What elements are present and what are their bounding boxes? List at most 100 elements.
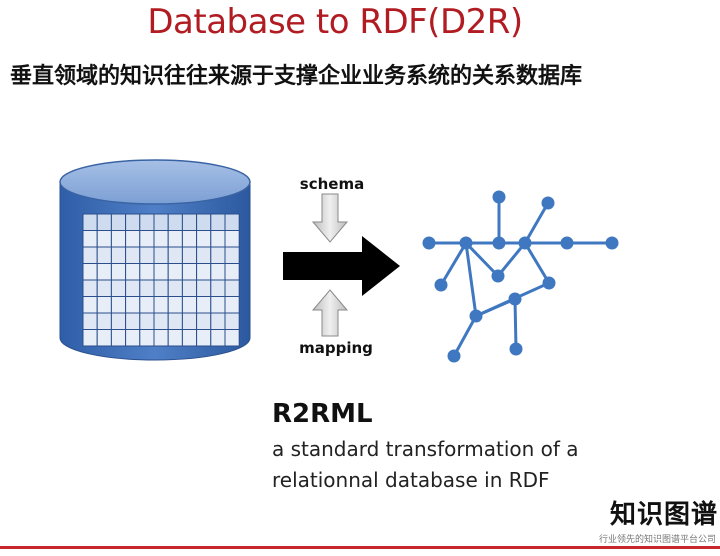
table-cell xyxy=(210,312,226,330)
table-cell xyxy=(167,296,183,314)
graph-node xyxy=(542,276,556,290)
table-cell xyxy=(125,312,141,330)
table-cell xyxy=(181,263,198,281)
table-cell xyxy=(210,213,226,231)
table-cell xyxy=(210,230,226,248)
table-cell xyxy=(153,329,169,347)
mapping-label: mapping xyxy=(299,339,373,357)
table-cell xyxy=(224,329,240,347)
table-cell xyxy=(96,296,112,314)
table-cell xyxy=(125,329,141,347)
table-cell xyxy=(125,246,141,264)
table-cell xyxy=(181,329,198,347)
table-cell xyxy=(110,213,127,231)
table-cell xyxy=(82,263,98,281)
table-cell xyxy=(139,312,155,330)
table-cell xyxy=(139,329,155,347)
graph-node xyxy=(491,269,505,283)
table-cell xyxy=(167,246,183,264)
graph-node xyxy=(509,342,523,356)
table-cell xyxy=(210,329,226,347)
database-icon xyxy=(59,159,251,361)
table-cell xyxy=(96,246,112,264)
table-cell xyxy=(110,230,127,248)
table-cell xyxy=(110,263,127,281)
graph-node xyxy=(605,236,619,250)
table-cell xyxy=(153,296,169,314)
table-cell xyxy=(139,279,155,297)
table-cell xyxy=(125,263,141,281)
table-cell xyxy=(82,296,98,314)
table-cell xyxy=(210,246,226,264)
slide-subtitle: 垂直领域的知识往往来源于支撑企业业务系统的关系数据库 xyxy=(10,64,583,89)
table-cell xyxy=(181,230,198,248)
table-cell xyxy=(139,213,155,231)
table-cell xyxy=(96,263,112,281)
brand-logo: 知识图谱 xyxy=(609,500,718,530)
graph-node xyxy=(422,236,436,250)
table-cell xyxy=(210,296,226,314)
table-cell xyxy=(96,230,112,248)
graph-node xyxy=(459,236,473,250)
table-cell xyxy=(196,246,212,264)
table-cell xyxy=(110,296,127,314)
slide-title: Database to RDF(D2R) xyxy=(147,2,523,42)
table-cell xyxy=(139,246,155,264)
graph-node xyxy=(518,236,532,250)
table-cell xyxy=(153,279,169,297)
table-cell xyxy=(139,296,155,314)
table-cell xyxy=(196,279,212,297)
footer-divider xyxy=(0,546,720,549)
table-cell xyxy=(153,312,169,330)
table-cell xyxy=(153,263,169,281)
table-cell xyxy=(196,230,212,248)
table-cell xyxy=(110,312,127,330)
database-table-grid xyxy=(82,213,240,347)
table-cell xyxy=(196,329,212,347)
table-cell xyxy=(82,279,98,297)
table-cell xyxy=(125,213,141,231)
table-cell xyxy=(82,213,98,231)
table-cell xyxy=(181,279,198,297)
table-cell xyxy=(181,246,198,264)
table-cell xyxy=(181,312,198,330)
mapping-arrow-icon xyxy=(311,289,349,337)
table-cell xyxy=(167,213,183,231)
table-cell xyxy=(210,263,226,281)
r2rml-title: R2RML xyxy=(272,399,373,429)
table-cell xyxy=(167,263,183,281)
graph-node xyxy=(492,190,506,204)
schema-label: schema xyxy=(300,175,364,193)
schema-arrow-icon xyxy=(311,193,349,243)
table-cell xyxy=(139,230,155,248)
graph-node xyxy=(560,236,574,250)
graph-node xyxy=(541,196,555,210)
table-cell xyxy=(224,230,240,248)
table-cell xyxy=(167,312,183,330)
table-cell xyxy=(110,279,127,297)
r2rml-description: a standard transformation of a relationn… xyxy=(272,437,579,492)
table-cell xyxy=(96,279,112,297)
table-cell xyxy=(196,213,212,231)
brand-tagline: 行业领先的知识图谱平台公司 xyxy=(598,535,716,545)
table-cell xyxy=(125,296,141,314)
graph-node xyxy=(434,278,448,292)
transform-arrow-icon xyxy=(283,236,400,296)
table-cell xyxy=(210,279,226,297)
graph-node xyxy=(469,309,483,323)
table-cell xyxy=(96,213,112,231)
table-cell xyxy=(224,296,240,314)
table-cell xyxy=(181,213,198,231)
table-cell xyxy=(110,329,127,347)
graph-node xyxy=(508,292,522,306)
table-cell xyxy=(125,230,141,248)
table-cell xyxy=(153,213,169,231)
table-cell xyxy=(224,246,240,264)
table-cell xyxy=(196,296,212,314)
graph-node xyxy=(447,349,461,363)
table-cell xyxy=(224,312,240,330)
table-cell xyxy=(82,329,98,347)
table-cell xyxy=(196,312,212,330)
table-cell xyxy=(224,279,240,297)
